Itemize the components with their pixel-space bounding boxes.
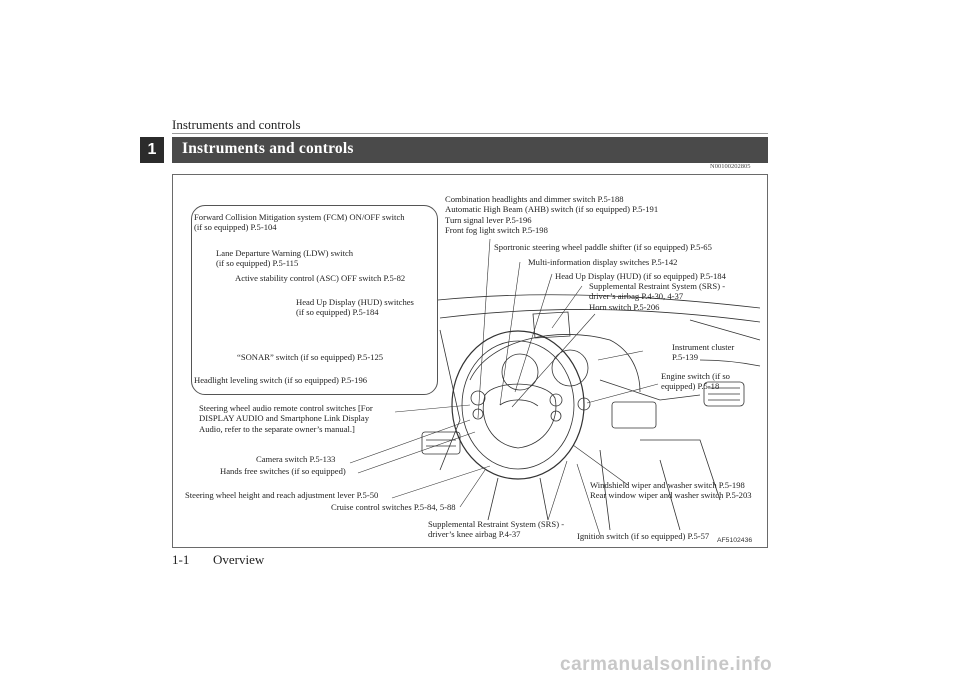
callout-fcm-switch: Forward Collision Mitigation system (FCM…: [194, 212, 405, 233]
callout-cruise-control: Cruise control switches P.5-84, 5-88: [331, 502, 456, 512]
callout-srs-knee-airbag: Supplemental Restraint System (SRS) - dr…: [428, 519, 565, 540]
callout-audio-remote-switches: Steering wheel audio remote control swit…: [199, 403, 373, 434]
callout-ldw-switch: Lane Departure Warning (LDW) switch (if …: [216, 248, 354, 269]
callout-headlight-combination: Combination headlights and dimmer switch…: [445, 194, 659, 236]
callout-multi-info-switches: Multi-information display switches P.5-1…: [528, 257, 678, 267]
header-rule: [172, 133, 768, 134]
page-number: 1-1: [172, 552, 190, 567]
callout-instrument-cluster: Instrument cluster P.5-139: [672, 342, 735, 363]
callout-srs-driver-airbag: Supplemental Restraint System (SRS) - dr…: [589, 281, 726, 312]
callout-hud-switches: Head Up Display (HUD) switches (if so eq…: [296, 297, 414, 318]
switch-panel-inset: [191, 205, 438, 395]
section-code: N00100202805: [710, 163, 751, 170]
watermark: carmanualsonline.info: [560, 654, 773, 675]
callout-engine-switch: Engine switch (if so equipped) P.5-18: [661, 371, 730, 392]
callout-hands-free-switches: Hands free switches (if so equipped): [220, 466, 346, 476]
figure-code: AF5102436: [717, 537, 753, 544]
section-title-bar: [172, 137, 768, 163]
callout-camera-switch: Camera switch P.5-133: [256, 454, 336, 464]
callout-tilt-telescopic-lever: Steering wheel height and reach adjustme…: [185, 490, 379, 500]
callout-asc-switch: Active stability control (ASC) OFF switc…: [235, 273, 406, 283]
section-title: Instruments and controls: [182, 140, 354, 157]
chapter-tab: 1: [140, 137, 164, 163]
callout-hud: Head Up Display (HUD) (if so equipped) P…: [555, 271, 726, 281]
callout-sonar-switch: “SONAR” switch (if so equipped) P.5-125: [237, 352, 384, 362]
callout-headlight-leveling: Headlight leveling switch (if so equippe…: [194, 375, 368, 385]
callout-paddle-shifter: Sportronic steering wheel paddle shifter…: [494, 242, 712, 252]
callout-ignition-switch: Ignition switch (if so equipped) P.5-57: [577, 531, 710, 541]
callout-wiper-washer: Windshield wiper and washer switch P.5-1…: [590, 480, 752, 501]
chapter-name: Overview: [213, 552, 265, 567]
running-header: Instruments and controls: [172, 117, 301, 132]
